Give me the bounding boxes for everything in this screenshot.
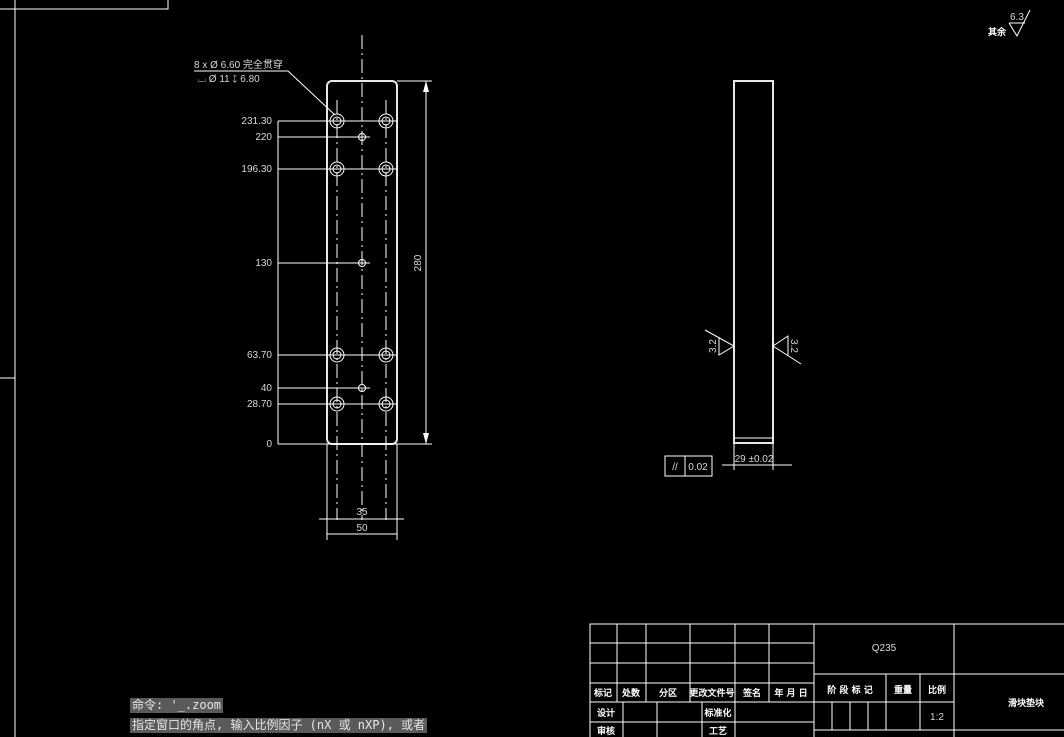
side-view: 29 ±0.02 // 0.02 3.2 3.2 bbox=[664, 80, 802, 477]
general-roughness-note: 其余 6.3 bbox=[988, 9, 1031, 38]
svg-text:其余: 其余 bbox=[988, 26, 1007, 38]
row-design: 设计 bbox=[597, 707, 615, 719]
ordinate-label: 28.70 bbox=[247, 399, 272, 410]
drawing-frame bbox=[0, 0, 169, 737]
header-zone: 分区 bbox=[659, 687, 677, 699]
scale-value: 1:2 bbox=[930, 712, 944, 723]
weight-header: 重量 bbox=[894, 684, 912, 696]
ordinate-dimensions: 231.30 220 196.30 130 63.70 40 28.70 0 bbox=[241, 116, 432, 450]
svg-text://: // bbox=[672, 462, 678, 473]
height-dimension: 280 bbox=[413, 254, 424, 271]
row-standardization: 标准化 bbox=[703, 707, 731, 719]
ordinate-label: 220 bbox=[255, 132, 272, 143]
hole-spacing-dimension: 35 bbox=[356, 507, 368, 518]
header-change-doc: 更改文件号 bbox=[689, 687, 734, 699]
material: Q235 bbox=[872, 643, 897, 654]
command-history-line: 命令: '_.zoom bbox=[130, 698, 224, 713]
part-name: 滑块垫块 bbox=[1008, 697, 1045, 709]
ordinate-label: 130 bbox=[255, 258, 272, 269]
scale-header: 比例 bbox=[928, 684, 946, 696]
svg-text:6.3: 6.3 bbox=[1010, 12, 1024, 23]
row-review: 审核 bbox=[597, 725, 615, 737]
stage-header: 阶 段 标 记 bbox=[827, 684, 872, 696]
header-count: 处数 bbox=[621, 687, 641, 699]
command-prompt-line[interactable]: 指定窗口的角点, 输入比例因子 (nX 或 nXP), 或者 bbox=[130, 718, 428, 733]
header-date: 年 月 日 bbox=[774, 687, 807, 699]
front-view: 231.30 220 196.30 130 63.70 40 28.70 0 2… bbox=[194, 35, 432, 540]
row-process: 工艺 bbox=[709, 725, 727, 737]
parallelism-tolerance-frame: // 0.02 bbox=[664, 455, 713, 477]
hole-callout-line2: ⌴ Ø 11 ↧ 6.80 bbox=[198, 74, 260, 85]
ordinate-label: 231.30 bbox=[241, 116, 272, 127]
thickness-dimension: 29 ±0.02 bbox=[735, 454, 774, 465]
roughness-symbol-right: 3.2 bbox=[772, 335, 802, 365]
ordinate-label: 63.70 bbox=[247, 350, 272, 361]
header-signature: 签名 bbox=[742, 687, 761, 699]
width-dimension: 50 bbox=[356, 523, 368, 534]
ordinate-label: 0 bbox=[266, 439, 272, 450]
roughness-symbol-left: 3.2 bbox=[704, 329, 736, 356]
ordinate-label: 40 bbox=[261, 383, 273, 394]
header-mark: 标记 bbox=[593, 687, 612, 699]
svg-text:3.2: 3.2 bbox=[788, 339, 799, 353]
ordinate-label: 196.30 bbox=[241, 164, 272, 175]
svg-text:3.2: 3.2 bbox=[708, 339, 719, 353]
title-block: 标记 处数 分区 更改文件号 签名 年 月 日 设计 标准化 审核 工艺 阶 段… bbox=[589, 623, 1064, 737]
hole-callout-line1: 8 x Ø 6.60 完全贯穿 bbox=[194, 58, 283, 71]
svg-text:0.02: 0.02 bbox=[688, 462, 708, 473]
